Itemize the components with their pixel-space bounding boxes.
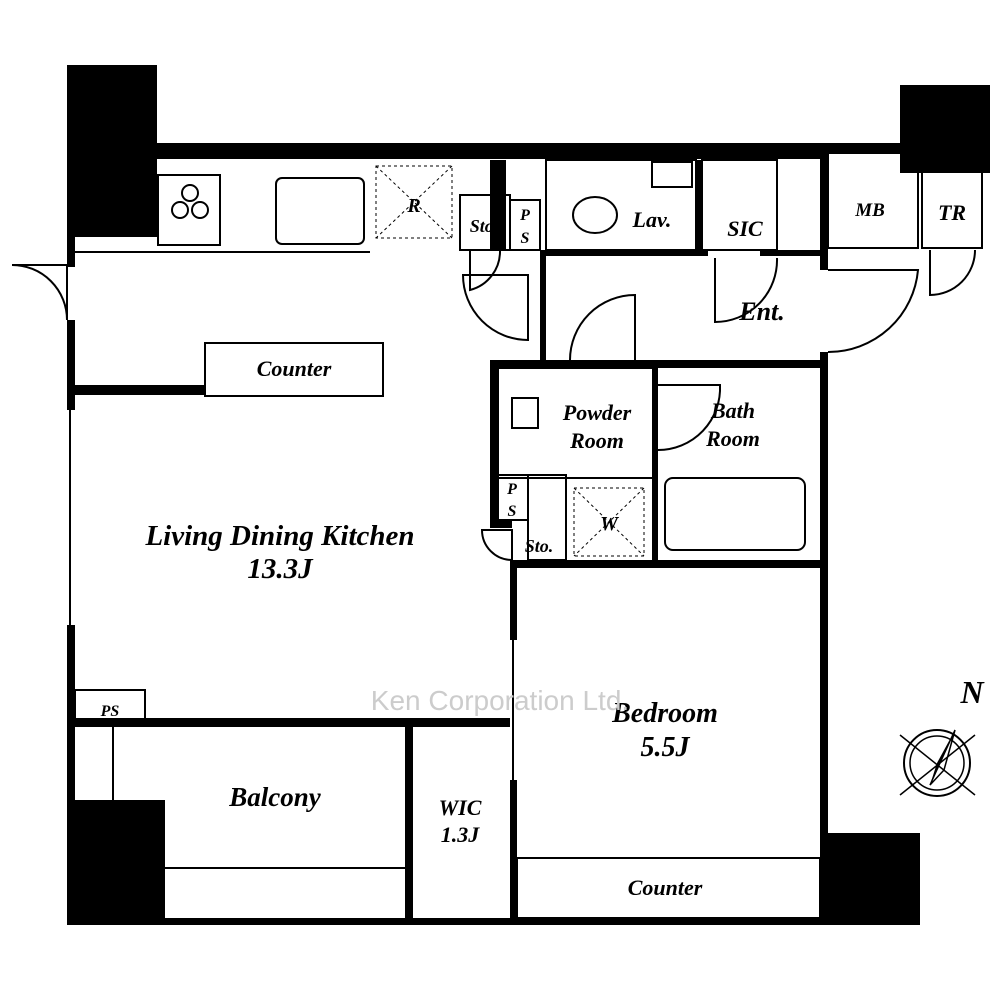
room-labels: Living Dining Kitchen 13.3J Counter Bedr… — [100, 195, 966, 900]
ps-mid-p: P — [506, 481, 517, 498]
bedroom-name: Bedroom — [611, 698, 718, 729]
washer-space — [573, 487, 645, 557]
balcony-label: Balcony — [228, 782, 322, 812]
powder-room-label-1: Powder — [562, 400, 632, 425]
tr-label: TR — [938, 200, 966, 225]
refrigerator-label: R — [406, 195, 420, 217]
bedroom-counter — [516, 857, 821, 919]
storage-top-label: Sto. — [470, 216, 499, 236]
bedroom-counter-label: Counter — [628, 875, 703, 900]
fixtures — [11, 152, 983, 922]
north-label: N — [959, 674, 985, 710]
ldk-size: 13.3J — [247, 553, 314, 585]
ps-top-p: P — [519, 207, 530, 224]
wic-size: 1.3J — [441, 822, 481, 847]
mb-label: MB — [854, 200, 885, 221]
stove-icon — [157, 174, 221, 246]
bath-room-label-1: Bath — [710, 398, 755, 423]
compass-icon: N — [899, 674, 985, 797]
wic-name: WIC — [439, 795, 482, 820]
powder-sink-icon — [511, 397, 539, 429]
sink-icon — [275, 177, 365, 245]
powder-room-label-2: Room — [569, 428, 624, 453]
watermark: Ken Corporation Ltd. — [371, 685, 629, 716]
bedroom-size: 5.5J — [641, 732, 691, 763]
ps-top-s: S — [521, 230, 530, 247]
entrance-label: Ent. — [738, 297, 785, 326]
ldk-name: Living Dining Kitchen — [144, 520, 414, 552]
ldk-counter — [204, 342, 384, 397]
ps-left-label: PS — [100, 703, 120, 720]
washer-label: W — [600, 513, 619, 535]
walls — [67, 65, 990, 925]
bath-room-label-2: Room — [705, 426, 760, 451]
storage-mid-label: Sto. — [525, 536, 554, 556]
toilet-icon — [572, 196, 618, 234]
refrigerator-space — [375, 165, 453, 239]
sic-label: SIC — [727, 216, 763, 241]
bathtub-icon — [664, 477, 806, 551]
lavatory-label: Lav. — [632, 207, 672, 232]
ldk-counter-label: Counter — [257, 356, 332, 381]
ps-mid-s: S — [508, 503, 517, 520]
